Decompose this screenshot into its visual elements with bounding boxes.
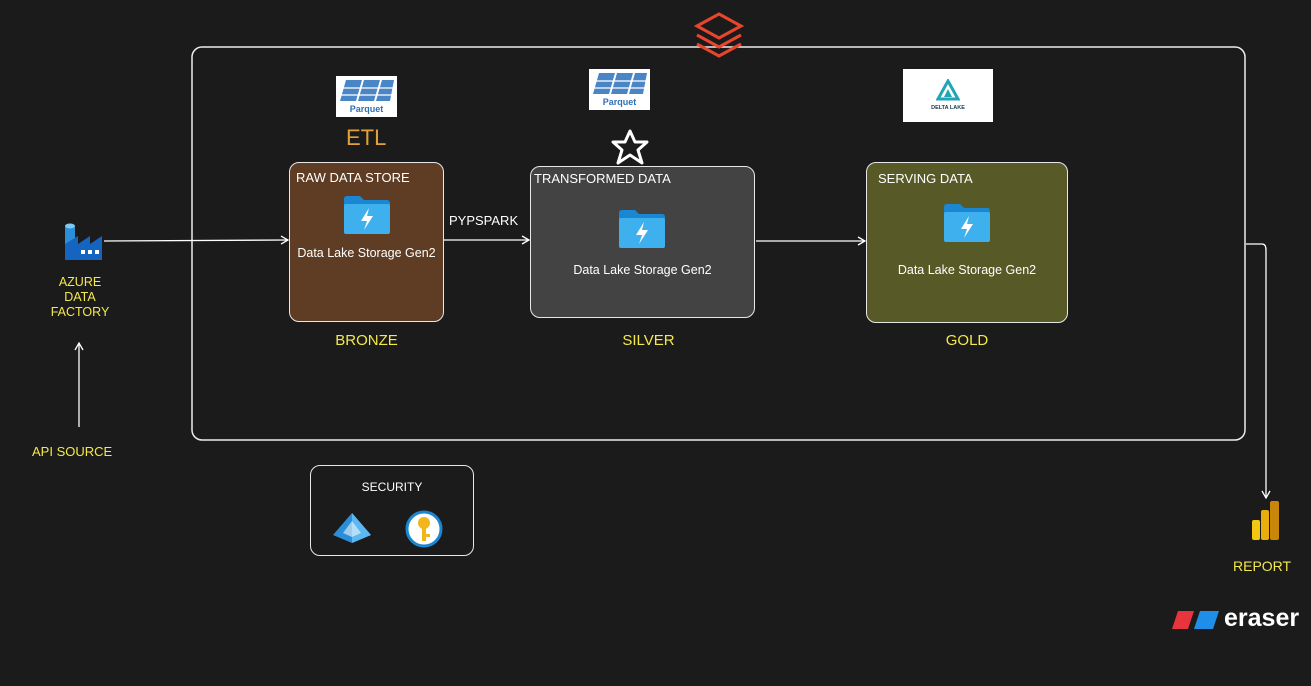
databricks-icon [694, 12, 744, 58]
arrow-to-report [1246, 243, 1271, 500]
parquet-logo-bronze: Parquet [336, 76, 397, 117]
parquet-icon [340, 80, 394, 101]
azure-data-factory-icon [65, 223, 102, 260]
security-title: SECURITY [361, 480, 423, 494]
eraser-brand-name[interactable]: eraser [1224, 604, 1300, 632]
delta-lake-logo-text: DELTA LAKE [931, 105, 965, 111]
etl-label: ETL [346, 125, 387, 150]
bronze-card-title: RAW DATA STORE [296, 170, 410, 185]
data-lake-storage-icon [619, 210, 665, 248]
key-vault-icon [405, 510, 443, 548]
silver-card[interactable]: TRANSFORMED DATA Data Lake Storage Gen2 [530, 166, 755, 318]
eraser-logo-icon [1172, 611, 1219, 629]
parquet-logo-silver: Parquet [589, 69, 650, 110]
parquet-icon [593, 73, 647, 94]
power-bi-icon [1252, 501, 1279, 540]
gold-card[interactable]: SERVING DATA Data Lake Storage Gen2 [866, 162, 1068, 323]
silver-tier-label: SILVER [622, 332, 675, 349]
adf-label-line: DATA [64, 290, 96, 304]
report-label: REPORT [1233, 558, 1292, 574]
gold-card-title: SERVING DATA [878, 171, 973, 186]
gold-service-label: Data Lake Storage Gen2 [897, 263, 1037, 277]
azure-active-directory-icon [333, 513, 371, 543]
delta-lake-logo: DELTA LAKE [903, 69, 993, 122]
silver-card-title: TRANSFORMED DATA [534, 171, 671, 186]
bronze-card[interactable]: RAW DATA STORE Data Lake Storage Gen2 [289, 162, 444, 322]
security-card[interactable]: SECURITY [310, 465, 474, 556]
adf-label-line: AZURE [58, 275, 102, 289]
adf-label: AZURE DATA FACTORY [40, 275, 120, 320]
bronze-tier-label: BRONZE [335, 332, 398, 349]
spark-star-icon [611, 129, 649, 165]
silver-service-label: Data Lake Storage Gen2 [573, 263, 712, 277]
data-lake-storage-icon [944, 204, 990, 242]
adf-label-line: FACTORY [50, 305, 110, 319]
data-lake-storage-icon [344, 196, 390, 234]
api-source-label: API SOURCE [32, 444, 113, 459]
arrow-adf-to-bronze [103, 235, 290, 245]
parquet-logo-text: Parquet [602, 97, 637, 107]
gold-tier-label: GOLD [945, 332, 989, 349]
delta-icon [936, 79, 960, 101]
pyspark-label: PYPSPARK [449, 213, 519, 228]
parquet-logo-text: Parquet [349, 104, 384, 114]
bronze-service-label: Data Lake Storage Gen2 [297, 246, 436, 260]
